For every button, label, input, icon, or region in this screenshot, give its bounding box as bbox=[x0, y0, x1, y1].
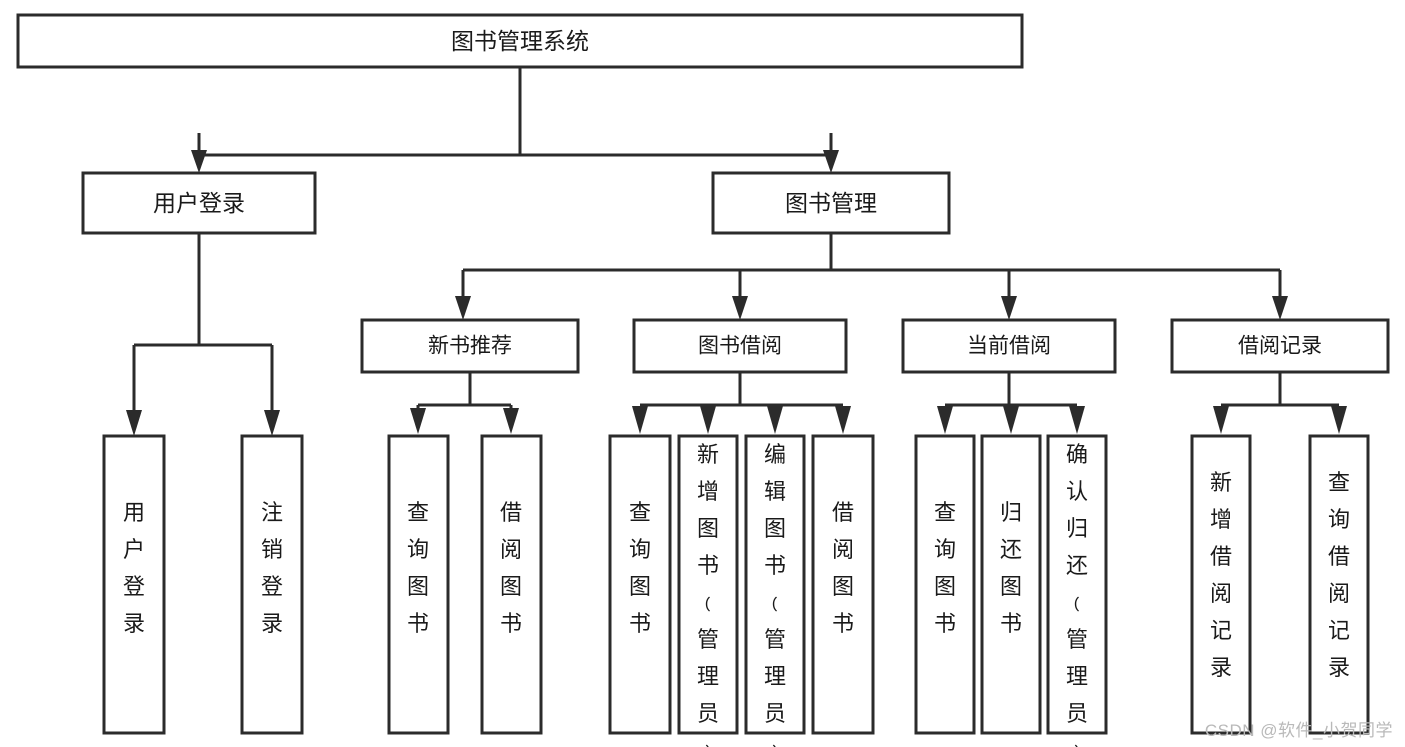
node-leaf-user-login[interactable]: 用户登录 bbox=[102, 434, 166, 735]
node-leaf-query-book-1-label: 查询图书 bbox=[407, 500, 429, 636]
node-leaf-user-logout-box[interactable] bbox=[240, 434, 304, 735]
node-root-label: 图书管理系统 bbox=[451, 28, 589, 54]
arrow-book-borrow bbox=[732, 296, 748, 320]
node-leaf-query-book-3[interactable]: 查询图书 bbox=[914, 434, 976, 735]
arrow-user-login bbox=[191, 150, 207, 173]
node-leaf-add-book[interactable]: 新增图书﹙管理员﹚ bbox=[677, 434, 739, 747]
arrow-new-book-recommend bbox=[455, 296, 471, 320]
node-leaf-return-book-label: 归还图书 bbox=[1000, 500, 1022, 636]
node-root-box[interactable] bbox=[16, 13, 1024, 69]
node-leaf-query-record[interactable]: 查询借阅记录 bbox=[1308, 434, 1370, 735]
node-leaf-borrow-book-2-label: 借阅图书 bbox=[832, 500, 854, 636]
arrow-current-borrow bbox=[1001, 296, 1017, 320]
node-root[interactable]: 图书管理系统 bbox=[16, 13, 1024, 69]
node-book-management-label: 图书管理 bbox=[785, 190, 877, 216]
arrow-leaf-query-book-3 bbox=[937, 406, 953, 434]
node-leaf-user-login-box[interactable] bbox=[102, 434, 166, 735]
node-leaf-query-book-1[interactable]: 查询图书 bbox=[387, 434, 450, 735]
node-borrow-record-label: 借阅记录 bbox=[1238, 335, 1322, 358]
node-leaf-borrow-book-1-box[interactable] bbox=[480, 434, 543, 735]
node-user-login[interactable]: 用户登录 bbox=[81, 171, 317, 235]
arrow-leaf-query-book-2 bbox=[632, 406, 648, 434]
node-leaf-return-book[interactable]: 归还图书 bbox=[980, 434, 1042, 735]
arrow-leaf-confirm-return bbox=[1069, 406, 1085, 434]
node-leaf-edit-book-box[interactable] bbox=[744, 434, 806, 735]
node-book-management[interactable]: 图书管理 bbox=[711, 171, 951, 235]
csdn-watermark: CSDN @软件_小贺同学 bbox=[1204, 721, 1393, 740]
arrow-leaf-borrow-book-2 bbox=[835, 406, 851, 434]
node-book-borrow-label: 图书借阅 bbox=[698, 335, 782, 358]
node-user-login-box[interactable] bbox=[81, 171, 317, 235]
node-book-borrow-box[interactable] bbox=[632, 318, 848, 374]
node-leaf-user-logout-label: 注销登录 bbox=[261, 500, 283, 636]
node-leaf-return-book-box[interactable] bbox=[980, 434, 1042, 735]
node-leaf-query-book-3-box[interactable] bbox=[914, 434, 976, 735]
node-leaf-add-book-box[interactable] bbox=[677, 434, 739, 735]
arrow-leaf-query-record bbox=[1331, 406, 1347, 434]
node-leaf-confirm-return-box[interactable] bbox=[1046, 434, 1108, 735]
node-new-book-recommend-label: 新书推荐 bbox=[428, 335, 512, 358]
node-leaf-edit-book[interactable]: 编辑图书﹙管理员﹚ bbox=[744, 434, 806, 747]
node-leaf-confirm-return-label: 确认归还﹙管理员﹚ bbox=[1066, 442, 1088, 747]
arrow-leaf-edit-book bbox=[767, 406, 783, 434]
node-leaf-confirm-return[interactable]: 确认归还﹙管理员﹚ bbox=[1046, 434, 1108, 747]
arrow-leaf-add-book bbox=[700, 406, 716, 434]
node-leaf-add-record-box[interactable] bbox=[1190, 434, 1252, 735]
arrow-leaf-return-book bbox=[1003, 406, 1019, 434]
node-book-borrow[interactable]: 图书借阅 bbox=[632, 318, 848, 374]
arrow-borrow-record bbox=[1272, 296, 1288, 320]
node-leaf-query-book-2[interactable]: 查询图书 bbox=[608, 434, 672, 735]
node-new-book-recommend-box[interactable] bbox=[360, 318, 580, 374]
node-leaf-query-record-box[interactable] bbox=[1308, 434, 1370, 735]
arrow-leaf-add-record bbox=[1213, 406, 1229, 434]
node-current-borrow-box[interactable] bbox=[901, 318, 1117, 374]
node-user-login-label: 用户登录 bbox=[153, 190, 245, 216]
arrow-leaf-borrow-book-1 bbox=[503, 408, 519, 434]
node-leaf-add-book-label: 新增图书﹙管理员﹚ bbox=[697, 442, 719, 747]
node-leaf-edit-book-label: 编辑图书﹙管理员﹚ bbox=[764, 442, 786, 747]
arrow-book-management bbox=[823, 150, 839, 173]
node-current-borrow-label: 当前借阅 bbox=[967, 335, 1051, 358]
node-borrow-record[interactable]: 借阅记录 bbox=[1170, 318, 1390, 374]
node-leaf-query-book-1-box[interactable] bbox=[387, 434, 450, 735]
node-leaf-user-login-label: 用户登录 bbox=[123, 500, 145, 636]
node-new-book-recommend[interactable]: 新书推荐 bbox=[360, 318, 580, 374]
node-leaf-add-record-label: 新增借阅记录 bbox=[1210, 470, 1232, 680]
arrow-leaf-user-logout bbox=[264, 410, 280, 436]
node-leaf-borrow-book-2[interactable]: 借阅图书 bbox=[811, 434, 875, 735]
node-leaf-query-book-2-box[interactable] bbox=[608, 434, 672, 735]
node-leaf-user-logout[interactable]: 注销登录 bbox=[240, 434, 304, 735]
node-book-management-box[interactable] bbox=[711, 171, 951, 235]
node-leaf-query-record-label: 查询借阅记录 bbox=[1328, 470, 1350, 680]
arrow-leaf-query-book-1 bbox=[410, 408, 426, 434]
connector-layer bbox=[126, 67, 1347, 436]
node-leaf-borrow-book-1-label: 借阅图书 bbox=[500, 500, 522, 636]
node-leaf-borrow-book-1[interactable]: 借阅图书 bbox=[480, 434, 543, 735]
node-current-borrow[interactable]: 当前借阅 bbox=[901, 318, 1117, 374]
node-borrow-record-box[interactable] bbox=[1170, 318, 1390, 374]
node-leaf-query-book-3-label: 查询图书 bbox=[934, 500, 956, 636]
node-leaf-query-book-2-label: 查询图书 bbox=[629, 500, 651, 636]
node-leaf-borrow-book-2-box[interactable] bbox=[811, 434, 875, 735]
arrow-leaf-user-login bbox=[126, 410, 142, 436]
node-leaf-add-record[interactable]: 新增借阅记录 bbox=[1190, 434, 1252, 735]
